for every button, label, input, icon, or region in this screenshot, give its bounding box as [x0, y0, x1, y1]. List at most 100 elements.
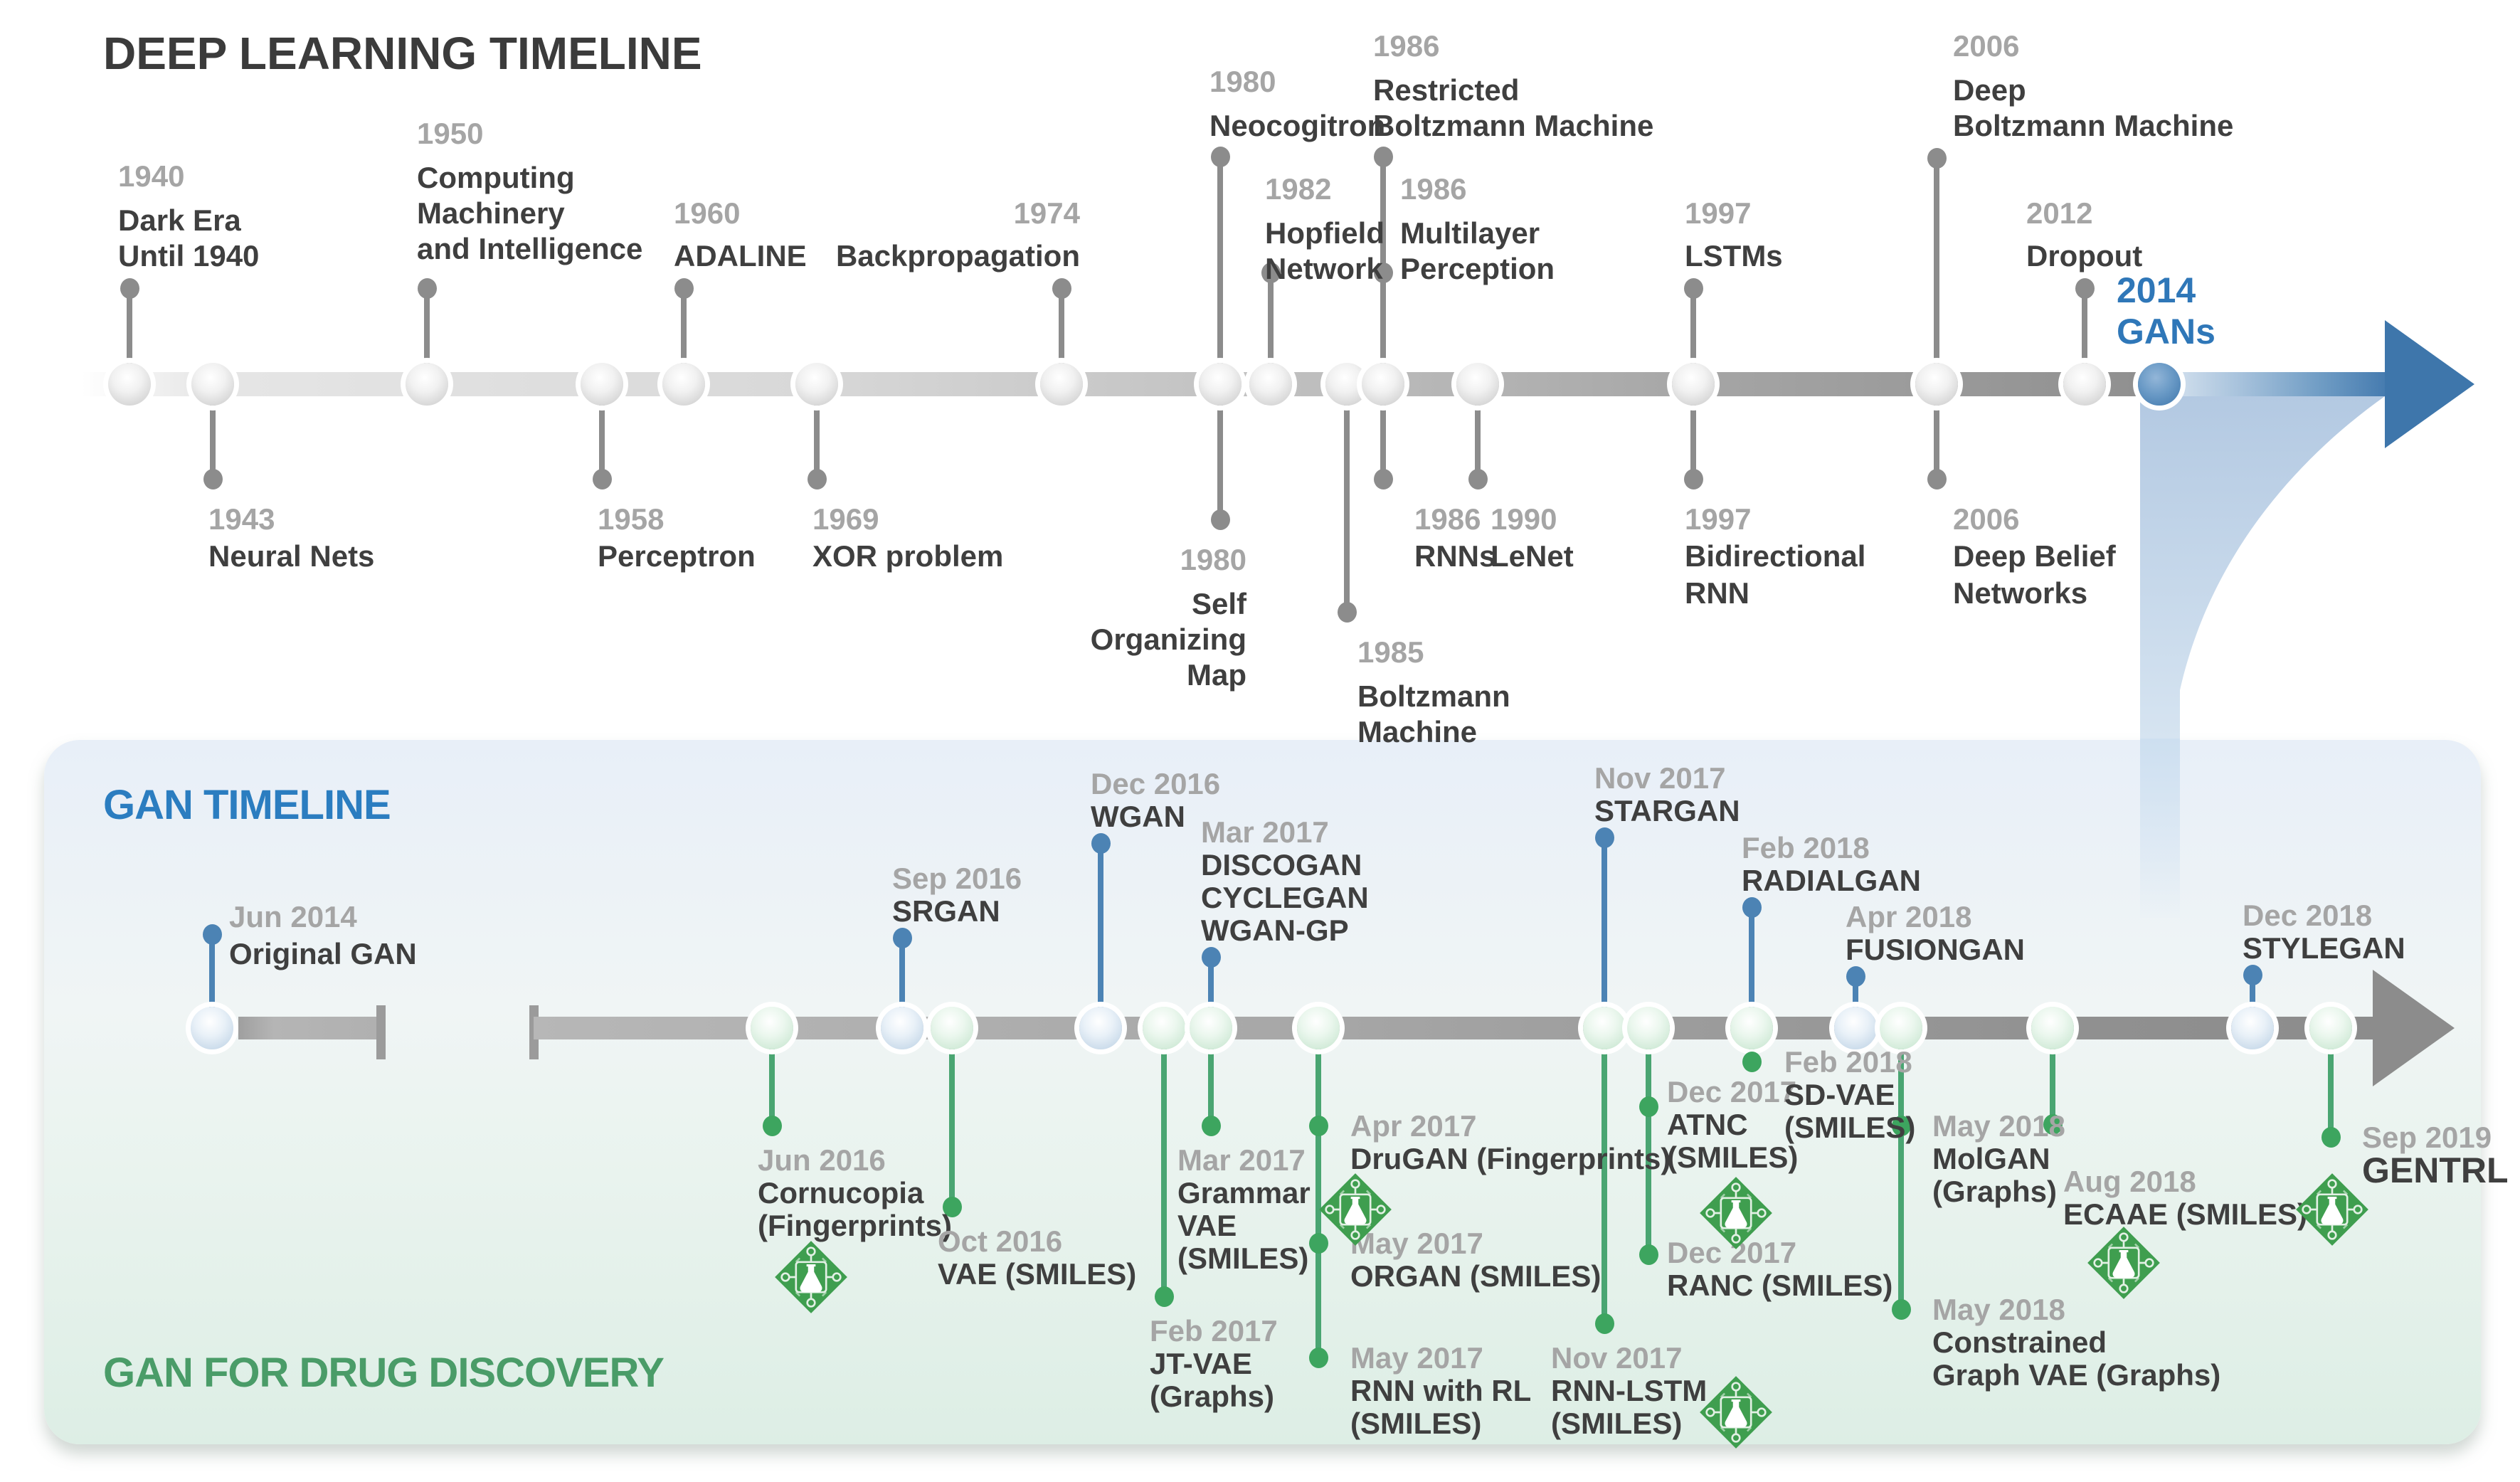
- event-label-multilayer-perception-line0: 1986: [1400, 172, 1467, 206]
- event-label-atnc-line1: ATNC: [1667, 1108, 1748, 1141]
- gan-bar-cap-1: [376, 1005, 386, 1059]
- event-label-dark-era-line1: Dark Era: [118, 203, 241, 237]
- event-label-rnn-with-rl-line1: RNN with RL: [1350, 1374, 1532, 1407]
- event-label-cornucopia-line1: Cornucopia: [758, 1176, 924, 1210]
- event-dot-bidirectional-rnn: [1684, 469, 1703, 489]
- event-label-ecaae-line1: ECAAE (SMILES): [2063, 1197, 2308, 1231]
- event-label-sd-vae-line2: (SMILES): [1784, 1111, 1916, 1144]
- event-dot-neural-nets: [203, 469, 223, 489]
- event-stem-bidirectional-rnn: [1690, 396, 1696, 479]
- event-label-sd-vae-line1: SD-VAE: [1784, 1078, 1895, 1111]
- blue-arrow-shaft: [2159, 372, 2385, 396]
- event-dot-fusiongan: [1846, 966, 1865, 987]
- deep-timeline-node: [2063, 363, 2106, 406]
- event-label-backpropagation-line1: Backpropagation: [835, 239, 1080, 272]
- event-label-constrained-graph-vae-line1: Constrained: [1932, 1325, 2107, 1359]
- deep-timeline-node: [1672, 363, 1715, 406]
- event-dot-restricted-boltzmann: [1374, 147, 1393, 167]
- event-label-radialgan-line0: Feb 2018: [1742, 831, 1870, 864]
- event-label-hopfield-network-line2: Network: [1265, 252, 1383, 285]
- event-label-lstms-line0: 1997: [1685, 196, 1752, 230]
- event-label-boltzmann-machine-line0: 1985: [1357, 635, 1424, 669]
- blue-arrow-head: [2385, 320, 2474, 448]
- event-stem-hopfield-network: [1268, 272, 1274, 372]
- event-label-organ-line1: ORGAN (SMILES): [1350, 1259, 1602, 1293]
- event-dot-rnn-lstm: [1595, 1313, 1614, 1334]
- event-label-neocogitron-line1: Neocogitron: [1209, 109, 1386, 142]
- event-stem-backpropagation: [1059, 288, 1064, 372]
- event-label-grammar-vae-line2: VAE: [1177, 1209, 1237, 1242]
- gan-timeline-node: [2231, 1007, 2274, 1049]
- event-stem-stylegan: [2250, 975, 2255, 1017]
- gan-panel: [44, 740, 2481, 1444]
- event-label-dark-era-line2: Until 1940: [118, 239, 260, 272]
- deep-timeline-node: [406, 363, 448, 406]
- event-label-discogan-cyclegan-wgangp-line0: Mar 2017: [1201, 815, 1329, 849]
- event-stem-radialgan: [1749, 907, 1754, 1017]
- event-stem-discogan-cyclegan-wgangp: [1208, 957, 1214, 1017]
- event-dot-computing-machinery: [418, 278, 437, 299]
- gan-timeline-bar: [534, 1017, 2376, 1039]
- event-label-molgan-line1: MolGAN: [1932, 1142, 2050, 1175]
- event-dot-backpropagation: [1052, 278, 1071, 299]
- event-label-adaline-line1: ADALINE: [674, 239, 807, 272]
- event-stem-deep-boltzmann: [1934, 158, 1939, 372]
- gray-arrow-head: [2373, 970, 2455, 1086]
- deep-timeline-node: [1456, 363, 1499, 406]
- event-label-grammar-vae-line3: (SMILES): [1177, 1242, 1309, 1275]
- event-stem-adaline: [681, 288, 687, 372]
- event-stem-deep-belief: [1934, 396, 1939, 479]
- event-stem-computing-machinery: [424, 288, 430, 372]
- event-dot-multilayer-perception: [1374, 263, 1393, 283]
- event-label-cornucopia-line2: (Fingerprints): [758, 1209, 952, 1242]
- event-label-rnn-lstm-line0: Nov 2017: [1551, 1341, 1683, 1375]
- event-stem-rnn-with-rl: [1315, 1039, 1321, 1357]
- event-label-constrained-graph-vae-line2: Graph VAE (Graphs): [1932, 1358, 2221, 1392]
- gan-section-title: GAN TIMELINE: [103, 782, 391, 828]
- event-label-rnn-with-rl-line0: May 2017: [1350, 1341, 1483, 1375]
- event-label-ecaae-line0: Aug 2018: [2063, 1165, 2196, 1198]
- event-stem-original-gan: [209, 934, 215, 1010]
- event-dot-molgan: [1892, 1116, 1911, 1136]
- gan-timeline-node: [1627, 1007, 1670, 1049]
- event-stem-neural-nets: [210, 396, 216, 479]
- gan-funnel: [2140, 396, 2385, 740]
- molecule-diamond-icon: [1698, 1175, 1774, 1251]
- event-label-original-gan-line0: Jun 2014: [229, 900, 357, 933]
- event-label-gans-2014-line0: 2014: [2117, 270, 2196, 310]
- event-stem-wgan: [1098, 843, 1103, 1017]
- molecule-diamond-icon: [2294, 1172, 2370, 1247]
- event-dot-lstms: [1684, 278, 1703, 299]
- event-dot-wgan: [1091, 833, 1111, 854]
- event-label-self-organizing-map-line2: Organizing: [1090, 623, 1246, 656]
- event-stem-self-organizing-map: [1217, 396, 1223, 519]
- event-label-computing-machinery-line1: Computing: [417, 161, 575, 194]
- event-dot-deep-belief: [1927, 469, 1947, 489]
- event-stem-vae-smiles: [949, 1039, 955, 1207]
- event-dot-srgan: [893, 928, 912, 948]
- event-label-perceptron-line1: Perceptron: [598, 539, 756, 573]
- event-label-multilayer-perception-line2: Perception: [1400, 252, 1555, 285]
- event-stem-rnn-lstm: [1602, 1039, 1607, 1323]
- event-label-molgan-line2: (Graphs): [1932, 1175, 2058, 1208]
- deep-timeline-node: [1325, 363, 1368, 406]
- event-label-deep-belief-line0: 2006: [1953, 502, 2020, 536]
- deep-timeline-node: [581, 363, 623, 406]
- drug-section-title: GAN FOR DRUG DISCOVERY: [103, 1350, 665, 1396]
- event-dot-sd-vae: [1742, 1052, 1762, 1072]
- event-stem-lenet: [1475, 396, 1481, 479]
- deep-timeline-node: [2138, 363, 2181, 406]
- event-label-computing-machinery-line3: and Intelligence: [417, 232, 643, 265]
- event-label-boltzmann-machine-line1: Boltzmann: [1357, 679, 1510, 713]
- event-stem-fusiongan: [1853, 976, 1858, 1017]
- event-label-stylegan-line0: Dec 2018: [2243, 899, 2373, 932]
- event-label-sd-vae-line0: Feb 2018: [1784, 1045, 1912, 1079]
- gan-timeline-node: [1297, 1007, 1340, 1049]
- event-label-vae-smiles-line1: VAE (SMILES): [938, 1257, 1137, 1291]
- deep-timeline-node: [1362, 363, 1404, 406]
- deep-timeline-node: [662, 363, 705, 406]
- event-label-restricted-boltzmann-line0: 1986: [1373, 29, 1440, 63]
- event-label-deep-boltzmann-line1: Deep: [1953, 73, 2026, 107]
- event-dot-constrained-graph-vae: [1892, 1299, 1911, 1320]
